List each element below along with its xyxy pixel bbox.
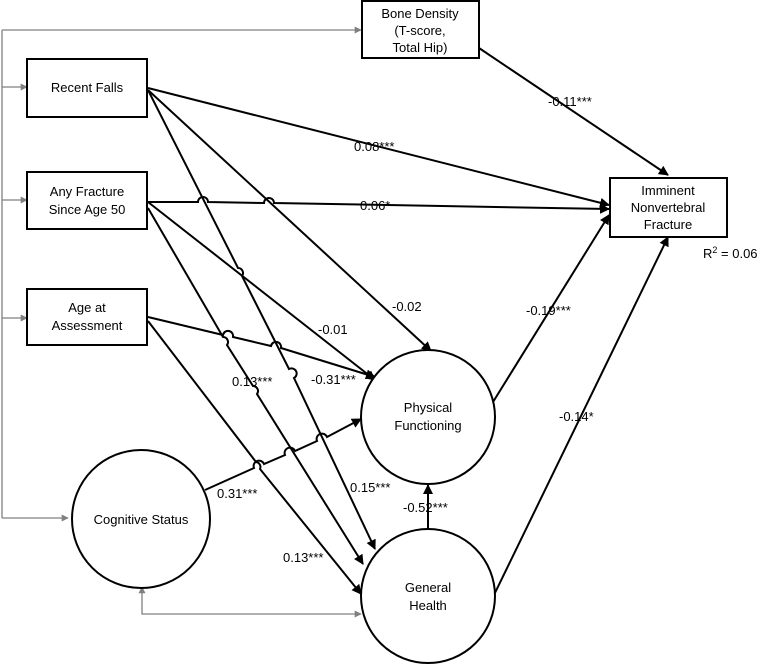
coef-bone-outcome: -0.11*** bbox=[548, 94, 592, 109]
arrow-falls-physical bbox=[147, 89, 432, 352]
node-general-line-2: Health bbox=[409, 598, 447, 613]
covariance-lines bbox=[1, 26, 362, 618]
node-any-fracture-line-2: Since Age 50 bbox=[49, 202, 126, 217]
coef-general-physical: -0.52*** bbox=[403, 500, 448, 515]
arrow-physical-outcome bbox=[492, 214, 610, 403]
node-bone-density-line-1: Bone Density bbox=[381, 6, 459, 21]
node-physical-line-1: Physical bbox=[404, 400, 453, 415]
node-physical-line-2: Functioning bbox=[394, 418, 461, 433]
node-bone-density: Bone Density (T-score, Total Hip) bbox=[361, 0, 480, 59]
coef-fracture-general: 0.15*** bbox=[350, 480, 390, 495]
node-outcome: Imminent Nonvertebral Fracture bbox=[609, 177, 728, 238]
node-general: General Health bbox=[360, 528, 496, 664]
coef-age-physical: -0.31*** bbox=[311, 372, 356, 387]
arrow-age-physical bbox=[147, 316, 376, 380]
node-recent-falls-label: Recent Falls bbox=[51, 80, 124, 95]
coef-general-outcome: -0.14* bbox=[559, 409, 594, 424]
arrow-falls-outcome bbox=[147, 87, 610, 208]
coef-physical-outcome: -0.19*** bbox=[526, 303, 571, 318]
node-age-line-2: Assessment bbox=[52, 318, 123, 333]
coef-age-general: 0.13*** bbox=[283, 550, 323, 565]
path-arrows bbox=[147, 47, 669, 598]
arrow-falls-general bbox=[147, 89, 376, 550]
node-any-fracture: Any Fracture Since Age 50 bbox=[26, 171, 148, 230]
node-cognitive-label: Cognitive Status bbox=[94, 512, 189, 527]
node-physical: Physical Functioning bbox=[360, 349, 496, 485]
node-outcome-line-3: Fracture bbox=[644, 217, 692, 232]
node-bone-density-line-3: Total Hip) bbox=[393, 40, 448, 55]
arrow-fracture-general bbox=[147, 207, 364, 565]
coef-falls-general: 0.13*** bbox=[232, 374, 272, 389]
coef-falls-outcome: 0.08*** bbox=[354, 139, 394, 154]
node-recent-falls: Recent Falls bbox=[26, 58, 148, 118]
coef-cognitive-physical: 0.31*** bbox=[217, 486, 257, 501]
node-age: Age at Assessment bbox=[26, 288, 148, 346]
arrow-fracture-physical bbox=[147, 201, 376, 381]
coef-fracture-physical: -0.01 bbox=[318, 322, 348, 337]
arrow-cognitive-physical bbox=[204, 418, 362, 491]
coefficient-labels: -0.11*** 0.08*** 0.06* -0.02 -0.01 -0.31… bbox=[217, 94, 594, 565]
arrow-fracture-outcome bbox=[148, 196, 610, 214]
arrow-general-outcome bbox=[492, 236, 669, 598]
node-any-fracture-line-1: Any Fracture bbox=[50, 184, 124, 199]
node-age-line-1: Age at bbox=[68, 300, 106, 315]
coef-fracture-outcome: 0.06* bbox=[360, 198, 390, 213]
node-outcome-line-1: Imminent bbox=[641, 183, 695, 198]
arrow-bone-outcome bbox=[478, 47, 669, 176]
node-outcome-line-2: Nonvertebral bbox=[631, 200, 706, 215]
node-cognitive: Cognitive Status bbox=[71, 449, 211, 589]
node-general-line-1: General bbox=[405, 580, 451, 595]
node-bone-density-line-2: (T-score, bbox=[394, 23, 445, 38]
coef-falls-physical: -0.02 bbox=[392, 299, 422, 314]
r-squared-label: R2 = 0.06 bbox=[703, 245, 758, 261]
